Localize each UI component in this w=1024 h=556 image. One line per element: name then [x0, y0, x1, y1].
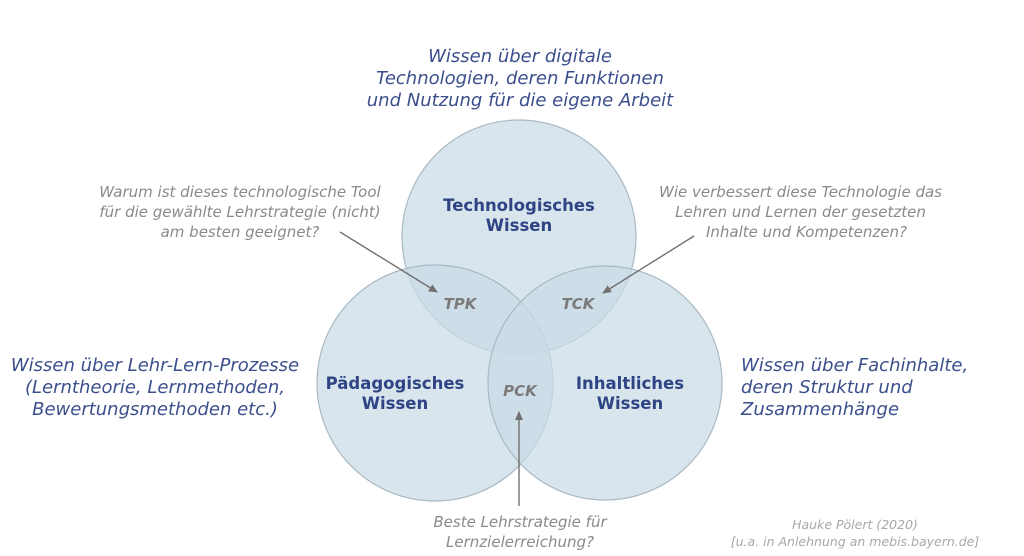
- pck-question-line: Lernzielerreichung?: [446, 533, 594, 551]
- technology-description-line: und Nutzung für die eigene Arbeit: [366, 90, 674, 111]
- credit-author: Hauke Pölert (2020): [792, 517, 918, 532]
- tpk-question-line: Warum ist dieses technologische Tool: [99, 183, 381, 201]
- content-circle: [487, 265, 723, 501]
- content-description: Wissen über Fachinhalte, deren Struktur …: [741, 355, 1011, 421]
- label-line: Wissen: [485, 216, 553, 235]
- technology-description-line: Wissen über digitale: [428, 46, 612, 67]
- pck-question: Beste Lehrstrategie für Lernzielerreichu…: [410, 512, 630, 552]
- tck-question-line: Wie verbessert diese Technologie das: [659, 183, 942, 201]
- pedagogy-description-line: Bewertungsmethoden etc.): [32, 399, 278, 420]
- tpk-question-line: am besten geeignet?: [160, 223, 320, 241]
- pedagogy-description-line: Wissen über Lehr-Lern-Prozesse: [10, 355, 300, 376]
- pck-question-line: Beste Lehrstrategie für: [433, 513, 607, 531]
- tpk-label: TPK: [443, 295, 477, 313]
- content-description-line: deren Struktur und: [741, 377, 913, 398]
- credit: Hauke Pölert (2020) [u.a. in Anlehnung a…: [700, 516, 1010, 550]
- credit-source: [u.a. in Anlehnung an mebis.bayern.de]: [730, 534, 980, 549]
- tck-question: Wie verbessert diese Technologie das Leh…: [628, 182, 973, 242]
- technology-description-line: Technologien, deren Funktionen: [376, 68, 664, 89]
- technology-description: Wissen über digitale Technologien, deren…: [330, 46, 710, 112]
- tck-question-line: Lehren und Lernen der gesetzten: [675, 203, 926, 221]
- label-line: Inhaltliches: [575, 374, 685, 393]
- tpk-arrow: [339, 231, 438, 293]
- label-line: Technologisches: [443, 196, 595, 215]
- label-line: Pädagogisches: [325, 374, 465, 393]
- tck-question-line: Inhalte und Kompetenzen?: [705, 223, 907, 241]
- pedagogy-description-line: (Lerntheorie, Lernmethoden,: [24, 377, 286, 398]
- pedagogy-description: Wissen über Lehr-Lern-Prozesse (Lerntheo…: [0, 355, 310, 421]
- content-circle-label: Inhaltliches Wissen: [560, 374, 700, 414]
- tck-label: TCK: [561, 295, 595, 313]
- tck-arrow: [602, 235, 695, 294]
- tpk-question-line: für die gewählte Lehrstrategie (nicht): [99, 203, 381, 221]
- pck-label: PCK: [503, 382, 537, 400]
- pedagogy-circle-label: Pädagogisches Wissen: [310, 374, 480, 414]
- tpk-question: Warum ist dieses technologische Tool für…: [70, 182, 410, 242]
- content-description-line: Wissen über Fachinhalte,: [741, 355, 969, 376]
- label-line: Wissen: [596, 394, 664, 413]
- technology-circle-label: Technologisches Wissen: [419, 196, 619, 236]
- label-line: Wissen: [361, 394, 429, 413]
- content-description-line: Zusammenhänge: [741, 399, 900, 420]
